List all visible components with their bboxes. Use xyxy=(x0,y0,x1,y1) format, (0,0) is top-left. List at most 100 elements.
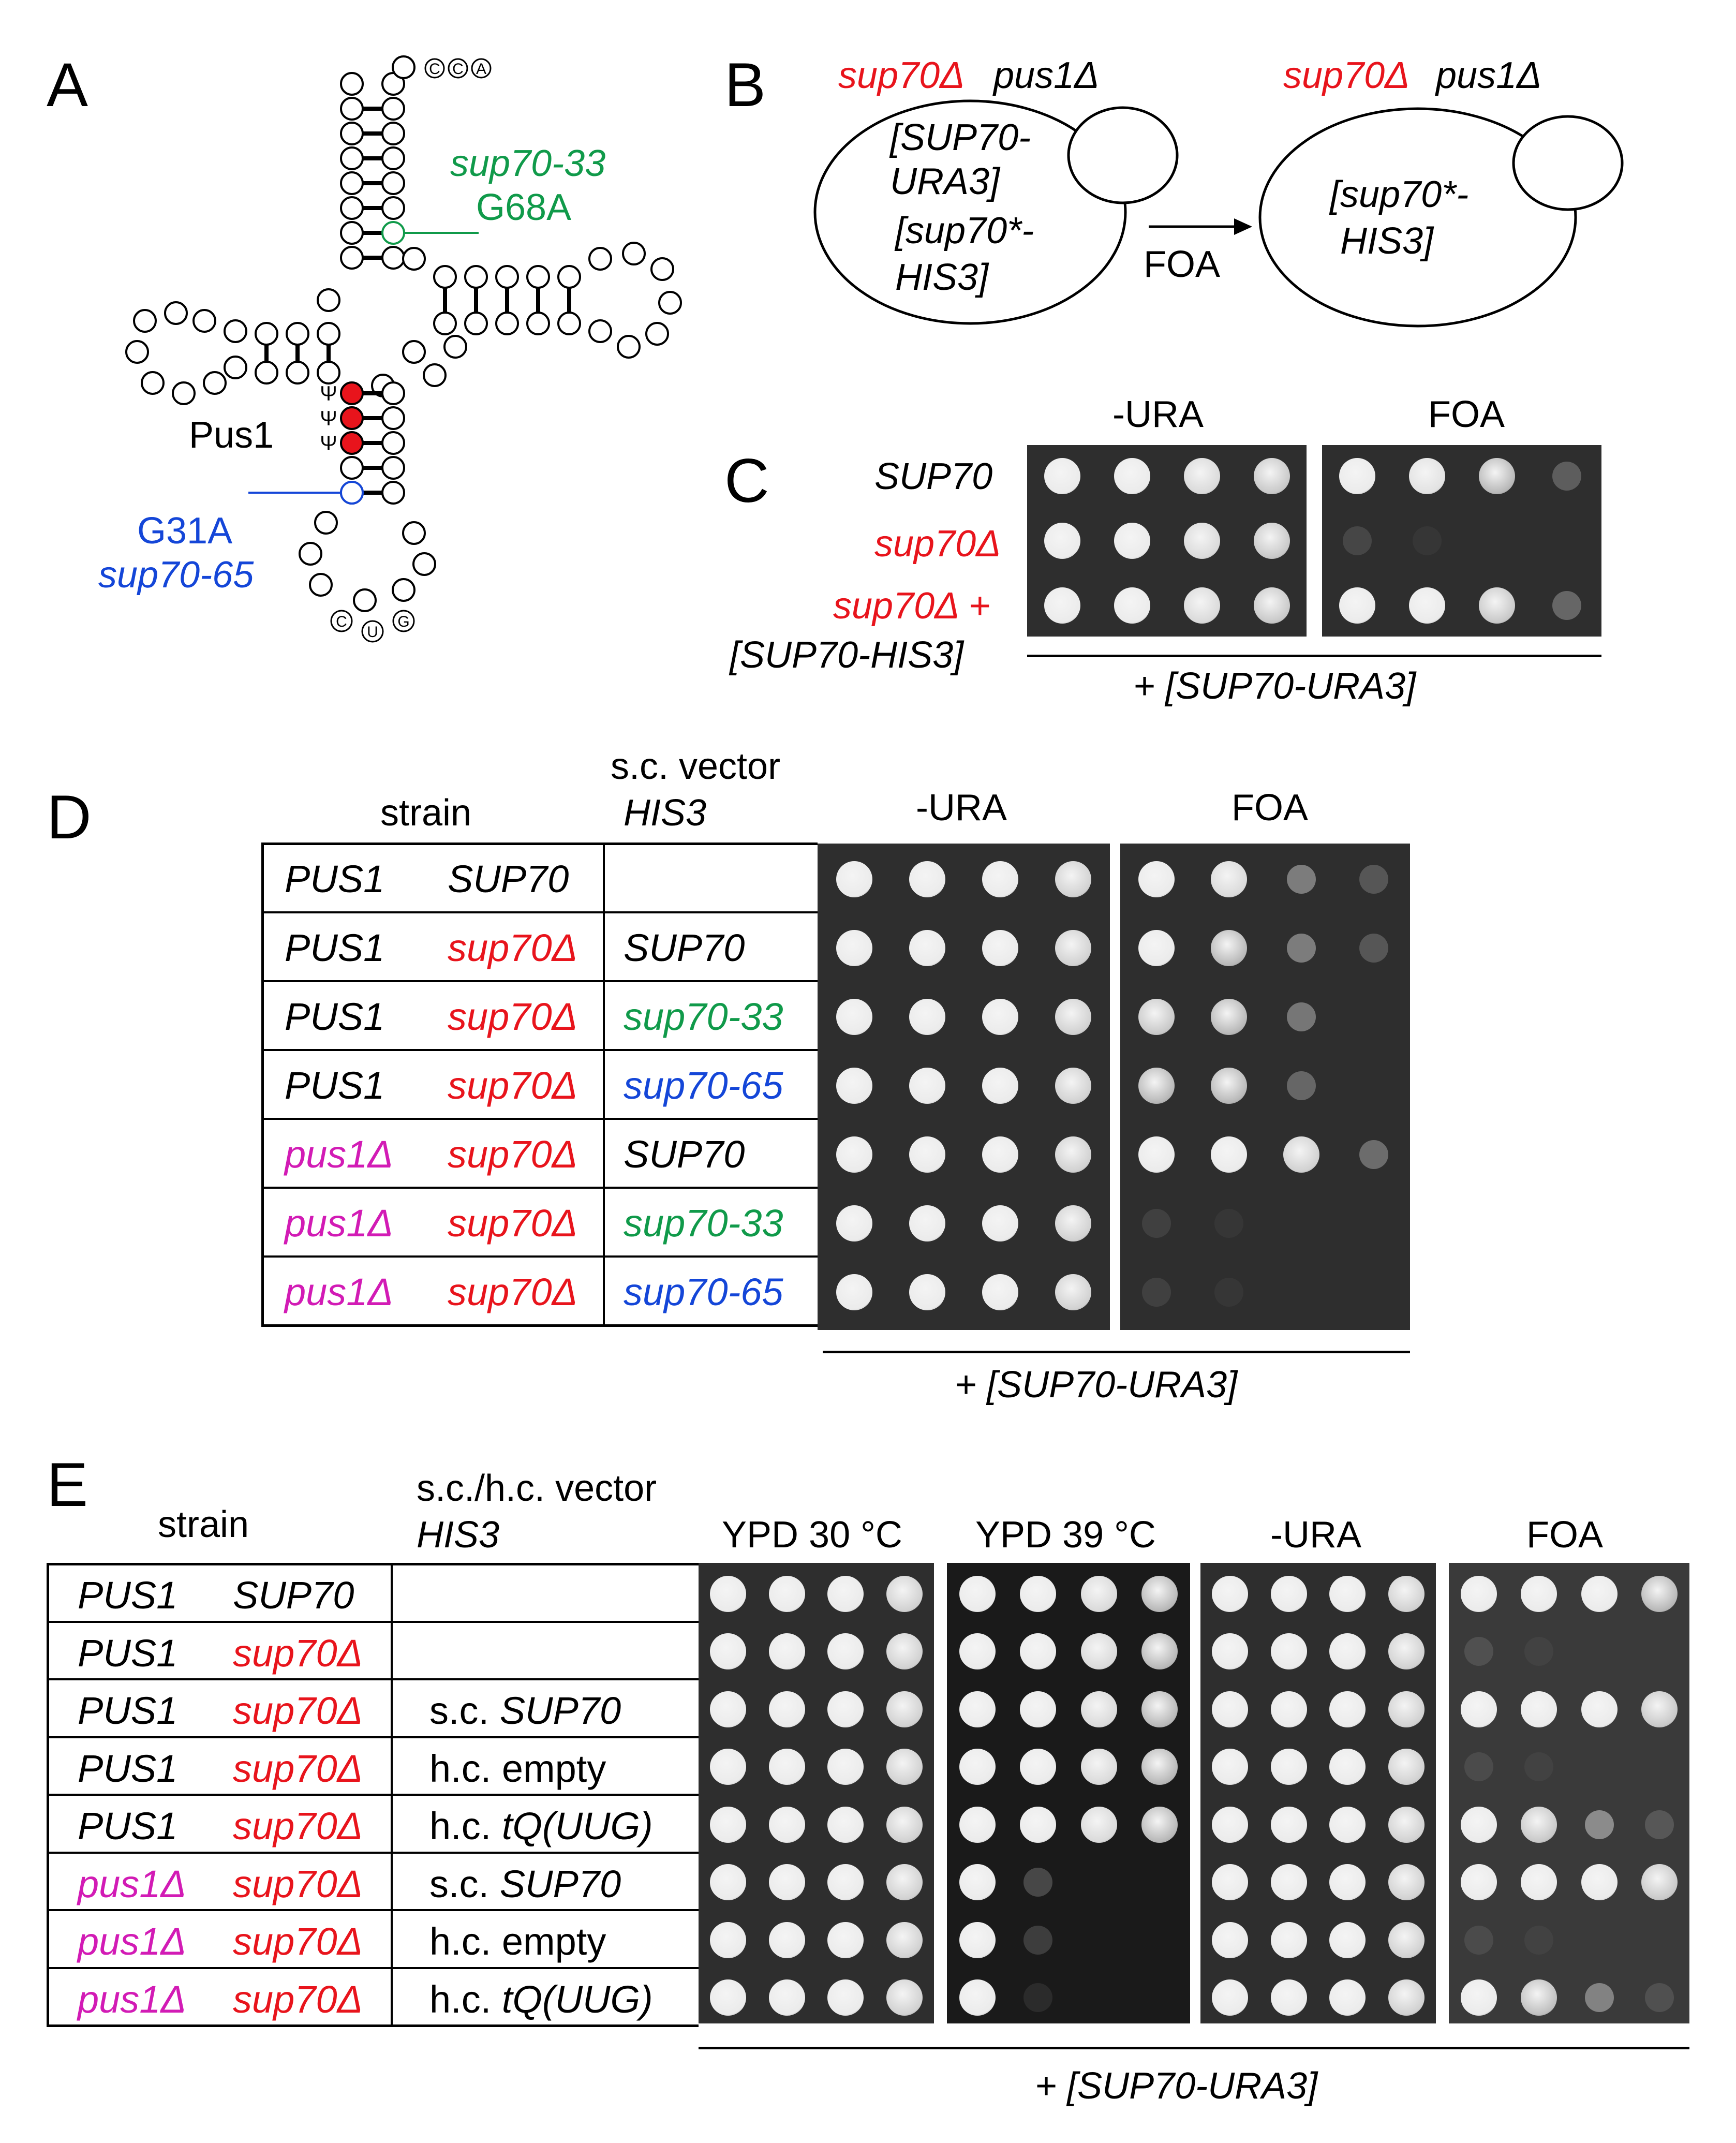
e-row-sup: sup70Δ xyxy=(233,1689,363,1732)
e-ura-spot xyxy=(1388,1922,1425,1958)
c-ura-spot xyxy=(1253,458,1290,494)
d-foa-spot xyxy=(1211,861,1247,897)
e-ypd39-spot xyxy=(959,1979,996,2016)
d-ura-spot xyxy=(982,1136,1019,1173)
b-right-bud-cell xyxy=(1512,115,1624,211)
e-ura-spot xyxy=(1329,1979,1366,2016)
anticodon-nucleotide xyxy=(361,620,384,643)
e-ura-spot xyxy=(1388,1864,1425,1901)
b-arrow-label: FOA xyxy=(1144,244,1221,285)
e-ypd30-spot xyxy=(886,1806,923,1843)
e-ura-spot xyxy=(1270,1691,1307,1727)
d-ura-spot xyxy=(909,1274,945,1310)
d-foa-spot xyxy=(1211,1136,1247,1173)
panel-d-letter: D xyxy=(47,782,92,852)
sup70-65-label: sup70-65 xyxy=(98,554,254,596)
d-foa-spot xyxy=(1359,933,1388,963)
d-footer: + [SUP70-URA3] xyxy=(955,1364,1238,1406)
anticodon-letter: G xyxy=(397,613,409,630)
e-ypd39-spot xyxy=(959,1864,996,1901)
cca-letter: C xyxy=(429,61,440,78)
b-left-title-pus1: pus1Δ xyxy=(993,55,1100,96)
nucleotide xyxy=(381,406,405,430)
nucleotide xyxy=(650,257,674,281)
e-table-row-line xyxy=(47,2024,699,2027)
g31a-mutation-nucleotide xyxy=(340,481,364,505)
nucleotide xyxy=(402,247,426,271)
cca-letter: C xyxy=(452,61,464,78)
e-row-vector-gene: tQ(UUG) xyxy=(501,1977,653,2021)
b-left-bud-cell xyxy=(1067,106,1179,204)
e-ypd30-spot xyxy=(768,1749,805,1785)
e-ura-spot xyxy=(1329,1575,1366,1612)
nucleotide xyxy=(340,72,364,96)
e-ypd39-spot xyxy=(1080,1633,1117,1670)
psi-symbol: Ψ xyxy=(320,407,337,430)
e-ura-spot xyxy=(1270,1749,1307,1785)
d-table-row-line xyxy=(261,1324,818,1327)
d-foa-spot xyxy=(1211,929,1247,966)
g31a-label: G31A xyxy=(137,510,233,552)
d-table-col-divider xyxy=(603,843,605,1324)
e-foa-spot xyxy=(1461,1979,1497,2016)
d-header-vector1: s.c. vector xyxy=(611,746,781,787)
nucleotide xyxy=(402,521,426,545)
e-ura-spot xyxy=(1211,1806,1248,1843)
d-ura-spot xyxy=(1055,998,1092,1035)
d-col-ura: -URA xyxy=(916,787,1007,829)
e-ypd39-spot xyxy=(1020,1749,1057,1785)
d-foa-spot xyxy=(1211,998,1247,1035)
nucleotide xyxy=(423,363,447,387)
nucleotide xyxy=(617,335,641,359)
b-right-mother-cell xyxy=(1258,107,1577,328)
e-ura-spot xyxy=(1388,1806,1425,1843)
e-table-row-line xyxy=(47,1678,699,1680)
e-header-vector1: s.c./h.c. vector xyxy=(417,1468,657,1509)
d-foa-spot xyxy=(1138,1067,1175,1104)
e-ypd30-spot xyxy=(886,1575,923,1612)
d-table-row-line xyxy=(261,1049,818,1051)
nucleotide xyxy=(658,291,682,315)
e-ura-spot xyxy=(1211,1749,1248,1785)
e-ypd30-spot xyxy=(827,1864,864,1901)
e-header-strain: strain xyxy=(158,1504,249,1545)
d-ura-spot xyxy=(1055,1136,1092,1173)
nucleotide xyxy=(340,456,364,480)
e-ypd30-spot xyxy=(768,1922,805,1958)
e-ypd39-spot xyxy=(1023,1983,1053,2013)
d-row-vector: sup70-33 xyxy=(624,995,783,1038)
c-ura-spot xyxy=(1183,523,1220,559)
d-ura-spot xyxy=(836,1274,872,1310)
e-foa-spot xyxy=(1521,1864,1557,1901)
d-table-row-line xyxy=(261,1118,818,1120)
e-ura-spot xyxy=(1270,1806,1307,1843)
anticodon-nucleotide xyxy=(392,610,415,632)
g68a-label: G68A xyxy=(476,187,572,228)
d-ura-spot xyxy=(909,929,945,966)
e-row-vector-type: s.c. xyxy=(429,1862,500,1905)
nucleotide xyxy=(299,542,322,566)
d-header-vector2: HIS3 xyxy=(624,792,707,834)
c-foa-spot xyxy=(1478,587,1515,624)
b-left-plasmid2-line1: [sup70*- xyxy=(895,210,1034,252)
nucleotide xyxy=(381,196,405,220)
d-ura-spot xyxy=(836,1067,872,1104)
e-ura-spot xyxy=(1211,1922,1248,1958)
e-ypd39-spot xyxy=(1023,1868,1053,1897)
e-ura-spot xyxy=(1329,1864,1366,1901)
d-col-foa: FOA xyxy=(1231,787,1309,829)
e-row-vector-gene: SUP70 xyxy=(499,1862,621,1905)
d-foa-spot xyxy=(1287,933,1316,963)
cca-nucleotide xyxy=(424,58,445,79)
c-ura-spot xyxy=(1253,523,1290,559)
e-row-pus: PUS1 xyxy=(78,1689,178,1732)
e-row-vector: s.c. SUP70 xyxy=(429,1862,621,1906)
e-foa-spot xyxy=(1581,1575,1618,1612)
d-ura-spot xyxy=(1055,929,1092,966)
e-ypd39-spot xyxy=(1141,1633,1178,1670)
e-ypd39-spot xyxy=(1023,1925,1053,1955)
e-row-vector-type: s.c. xyxy=(429,1689,500,1732)
d-foa-spot xyxy=(1287,1002,1316,1031)
e-ura-spot xyxy=(1388,1575,1425,1612)
nucleotide xyxy=(381,171,405,195)
